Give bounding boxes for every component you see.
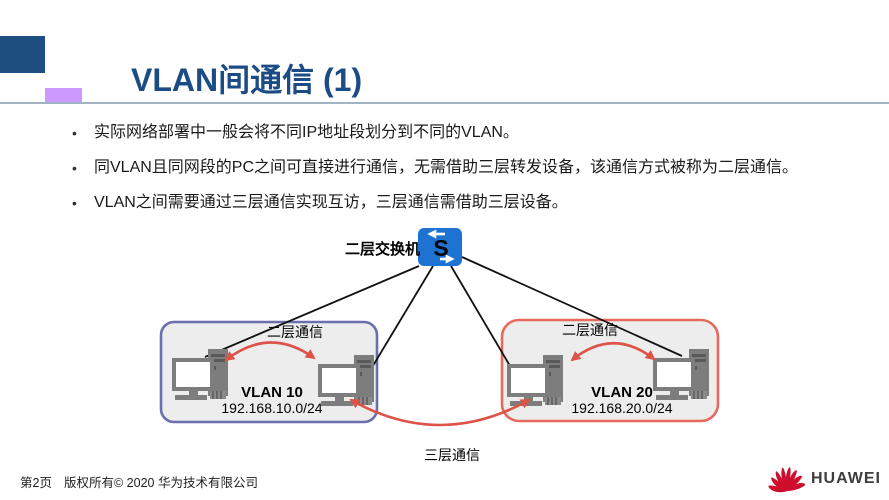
bullet-item: 实际网络部署中一般会将不同IP地址段划分到不同的VLAN。 bbox=[70, 124, 880, 142]
header-accent-navy bbox=[0, 36, 45, 73]
switch-letter: S bbox=[433, 235, 448, 261]
header-divider bbox=[0, 102, 889, 104]
vlan10-name: VLAN 10 bbox=[241, 384, 303, 401]
vlan10-l2-label: 二层通信 bbox=[267, 324, 323, 340]
l3-label: 三层通信 bbox=[424, 447, 480, 463]
link-switch-pc2 bbox=[367, 265, 434, 375]
copyright: 版权所有© 2020 华为技术有限公司 bbox=[64, 476, 258, 490]
vlan10-subnet: 192.168.10.0/24 bbox=[221, 400, 322, 416]
switch-label: 二层交换机 bbox=[345, 240, 420, 258]
vlan20-l2-label: 二层通信 bbox=[562, 322, 618, 338]
l2-arrow-vlan20 bbox=[570, 341, 656, 362]
bullet-text: VLAN之间需要通过三层通信实现互访，三层通信需借助三层设备。 bbox=[94, 194, 568, 211]
vlan20-name: VLAN 20 bbox=[591, 384, 653, 401]
bullet-text: 同VLAN且同网段的PC之间可直接进行通信，无需借助三层转发设备，该通信方式被称… bbox=[94, 159, 799, 176]
huawei-flower-icon bbox=[768, 467, 806, 493]
bullet-item: 同VLAN且同网段的PC之间可直接进行通信，无需借助三层转发设备，该通信方式被称… bbox=[70, 159, 880, 177]
switch-icon: S bbox=[418, 228, 462, 266]
bullet-list: 实际网络部署中一般会将不同IP地址段划分到不同的VLAN。 同VLAN且同网段的… bbox=[70, 125, 880, 230]
page-number: 第2页 bbox=[20, 476, 52, 490]
bullet-item: VLAN之间需要通过三层通信实现互访，三层通信需借助三层设备。 bbox=[70, 194, 880, 212]
l3-arrow bbox=[349, 398, 531, 427]
page-title: VLAN间通信 (1) bbox=[131, 62, 363, 98]
huawei-logo: HUAWEI bbox=[768, 465, 881, 493]
bullet-text: 实际网络部署中一般会将不同IP地址段划分到不同的VLAN。 bbox=[94, 124, 519, 141]
link-switch-pc1 bbox=[204, 265, 420, 358]
brand-name: HUAWEI bbox=[811, 470, 881, 487]
vlan20-subnet: 192.168.20.0/24 bbox=[571, 400, 672, 416]
l2-arrow-vlan10 bbox=[224, 341, 316, 362]
header-accent-purple bbox=[45, 88, 82, 102]
link-switch-pc3 bbox=[450, 265, 514, 372]
link-switch-pc4 bbox=[461, 256, 683, 357]
